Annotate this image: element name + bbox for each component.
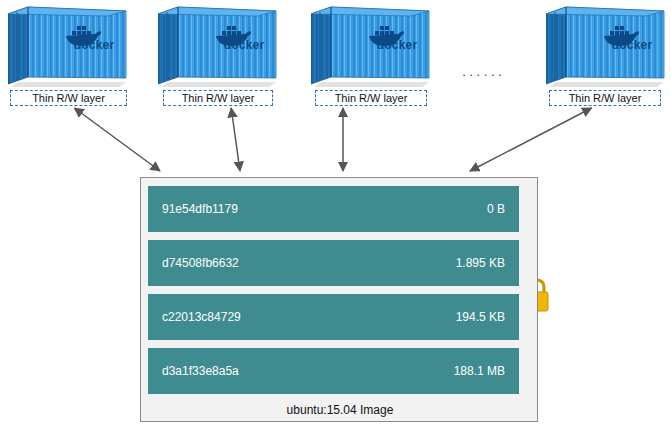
image-layer: d74508fb6632 1.895 KB	[148, 240, 519, 286]
logo-text: docker	[377, 38, 418, 52]
layer-label: Thin R/W layer	[32, 92, 105, 104]
image-layer: c22013c84729 194.5 KB	[148, 294, 519, 340]
connector-arrow	[342, 108, 344, 171]
layer-size: 1.895 KB	[456, 256, 505, 270]
layer-id: 91e54dfb1179	[162, 202, 238, 216]
layer-box: Thin R/W layer	[10, 90, 127, 106]
layer-size: 194.5 KB	[456, 310, 505, 324]
layer-size: 188.1 MB	[454, 364, 505, 378]
layer-label: Thin R/W layer	[182, 92, 255, 104]
logo-text: docker	[224, 38, 265, 52]
image-name: ubuntu:15.04 Image	[287, 403, 394, 417]
image-layer: d3a1f33e8a5a 188.1 MB	[148, 348, 519, 394]
layer-id: d3a1f33e8a5a	[162, 364, 239, 378]
image-box: ubuntu:15.04 Image 91e54dfb1179 0 B d74508f…	[140, 177, 538, 422]
logo-text: docker	[74, 38, 115, 52]
connector-arrow	[470, 108, 592, 171]
connector-arrow	[74, 108, 160, 171]
layer-id: c22013c84729	[162, 310, 241, 324]
layer-box: Thin R/W layer	[163, 90, 273, 106]
layer-id: d74508fb6632	[162, 256, 239, 270]
logo-text: docker	[612, 38, 653, 52]
layer-size: 0 B	[487, 202, 505, 216]
connector-arrow	[231, 108, 240, 171]
layer-box: Thin R/W layer	[549, 90, 661, 106]
ellipsis: . . . . . .	[462, 64, 502, 79]
layer-box: Thin R/W layer	[315, 90, 427, 106]
image-layer: 91e54dfb1179 0 B	[148, 186, 519, 232]
layer-label: Thin R/W layer	[335, 92, 408, 104]
layer-label: Thin R/W layer	[569, 92, 642, 104]
